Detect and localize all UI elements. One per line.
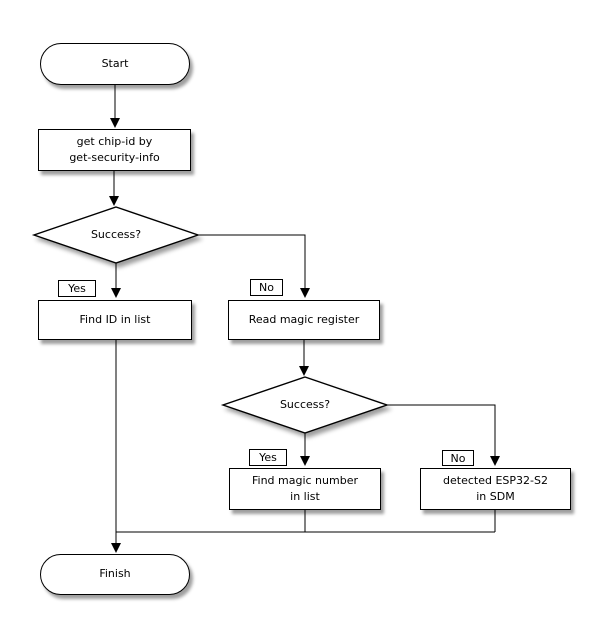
read-magic-label: Read magic register	[248, 312, 360, 326]
get-chip-id-label: get chip-id by get-security-info	[69, 134, 160, 165]
branch-label-yes-1: Yes	[58, 280, 96, 297]
process-read-magic-register: Read magic register	[228, 300, 380, 340]
no-2-text: No	[450, 451, 466, 465]
edge-decision1-no-to-readmagic	[198, 234, 310, 298]
finish-label: Finish	[99, 567, 131, 581]
process-detected-esp32s2-sdm: detected ESP32-S2 in SDM	[420, 468, 571, 510]
branch-label-no-1: No	[250, 279, 283, 296]
decision-diamond-2	[220, 376, 390, 434]
find-magic-label: Find magic number in list	[251, 473, 358, 504]
process-find-magic-number: Find magic number in list	[229, 468, 381, 510]
no-1-text: No	[259, 281, 274, 294]
detected-label: detected ESP32-S2 in SDM	[443, 473, 548, 504]
branch-label-no-2: No	[442, 450, 474, 466]
yes-2-text: Yes	[259, 451, 277, 464]
branch-label-yes-2: Yes	[249, 449, 287, 466]
start-node: Start	[40, 43, 190, 85]
decision-2-label: Success?	[279, 398, 331, 411]
finish-node: Finish	[40, 554, 190, 595]
edge-decision2-no-to-detected	[387, 404, 500, 466]
yes-1-text: Yes	[68, 282, 86, 295]
start-label: Start	[101, 56, 129, 70]
find-id-label: Find ID in list	[79, 312, 151, 326]
decision-1-label: Success?	[90, 228, 142, 241]
process-find-id-in-list: Find ID in list	[38, 300, 192, 340]
decision-diamond-1	[31, 206, 201, 264]
process-get-chip-id: get chip-id by get-security-info	[38, 129, 191, 171]
